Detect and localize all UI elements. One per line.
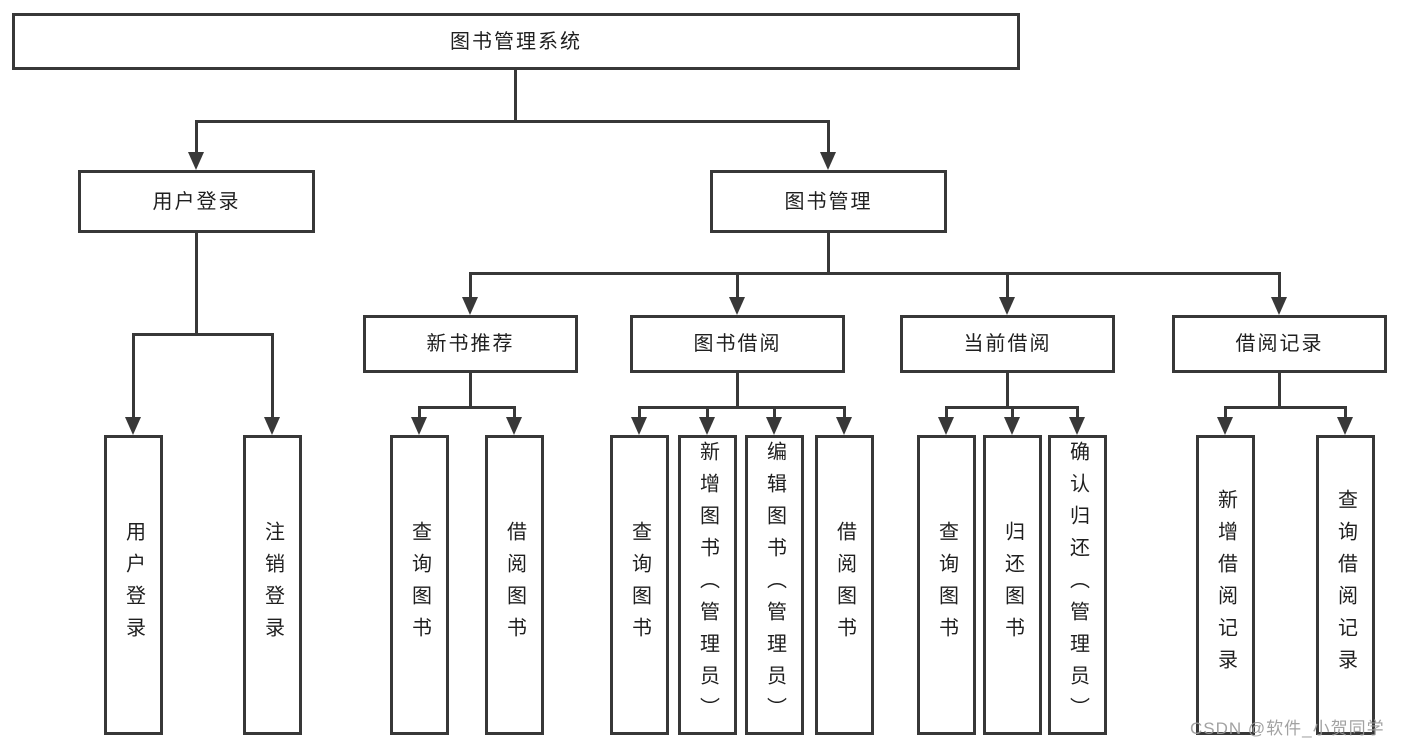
connector-line <box>1006 373 1009 409</box>
connector-line <box>773 406 776 419</box>
connector-line <box>1224 406 1347 409</box>
arrow-down-icon <box>1217 417 1233 435</box>
arrow-down-icon <box>506 417 522 435</box>
connector-line <box>195 120 830 123</box>
arrow-down-icon <box>699 417 715 435</box>
connector-line <box>706 406 709 419</box>
arrow-down-icon <box>1271 297 1287 315</box>
arrow-down-icon <box>264 417 280 435</box>
arrow-down-icon <box>411 417 427 435</box>
arrow-down-icon <box>1337 417 1353 435</box>
leaf-logout: 注销登录 <box>243 435 302 735</box>
node-book-borrowing: 图书借阅 <box>630 315 845 373</box>
node-borrowing-records: 借阅记录 <box>1172 315 1387 373</box>
connector-line <box>843 406 846 419</box>
leaf-current-confirm-return-admin: 确认归还（管理员） <box>1048 435 1107 735</box>
connector-line <box>945 406 948 419</box>
arrow-down-icon <box>938 417 954 435</box>
arrow-down-icon <box>462 297 478 315</box>
connector-line <box>195 120 198 154</box>
leaf-current-return-books: 归还图书 <box>983 435 1042 735</box>
leaf-borrow-query-books: 查询图书 <box>610 435 669 735</box>
leaf-current-query-books: 查询图书 <box>917 435 976 735</box>
connector-line <box>132 333 135 419</box>
arrow-down-icon <box>188 152 204 170</box>
arrow-down-icon <box>999 297 1015 315</box>
connector-line <box>1076 406 1079 419</box>
connector-line <box>1344 406 1347 419</box>
connector-line <box>195 233 198 336</box>
arrow-down-icon <box>1069 417 1085 435</box>
csdn-watermark: CSDN @软件_小贺同学 <box>1190 719 1385 738</box>
connector-line <box>513 406 516 419</box>
connector-line <box>418 406 421 419</box>
arrow-down-icon <box>1004 417 1020 435</box>
connector-line <box>1278 272 1281 299</box>
connector-line <box>1006 272 1009 299</box>
leaf-recommend-borrow-books: 借阅图书 <box>485 435 544 735</box>
leaf-recommend-query-books: 查询图书 <box>390 435 449 735</box>
connector-line <box>514 70 517 123</box>
connector-line <box>827 233 830 274</box>
connector-line <box>638 406 641 419</box>
leaf-records-query-record: 查询借阅记录 <box>1316 435 1375 735</box>
connector-line <box>1011 406 1014 419</box>
node-user-login: 用户登录 <box>78 170 315 233</box>
arrow-down-icon <box>631 417 647 435</box>
node-root-book-management-system: 图书管理系统 <box>12 13 1020 70</box>
arrow-down-icon <box>836 417 852 435</box>
leaf-user-login: 用户登录 <box>104 435 163 735</box>
arrow-down-icon <box>820 152 836 170</box>
connector-line <box>469 272 472 299</box>
connector-line <box>132 333 274 336</box>
connector-line <box>1224 406 1227 419</box>
leaf-borrow-edit-books-admin: 编辑图书（管理员） <box>745 435 804 735</box>
node-book-management: 图书管理 <box>710 170 947 233</box>
node-current-borrowing: 当前借阅 <box>900 315 1115 373</box>
leaf-borrow-add-books-admin: 新增图书（管理员） <box>678 435 737 735</box>
connector-line <box>827 120 830 154</box>
leaf-records-add-record: 新增借阅记录 <box>1196 435 1255 735</box>
arrow-down-icon <box>125 417 141 435</box>
leaf-borrow-borrow-books: 借阅图书 <box>815 435 874 735</box>
arrow-down-icon <box>766 417 782 435</box>
node-new-book-recommend: 新书推荐 <box>363 315 578 373</box>
connector-line <box>736 373 739 409</box>
connector-line <box>271 333 274 419</box>
connector-line <box>638 406 846 409</box>
connector-line <box>418 406 516 409</box>
connector-line <box>469 272 1281 275</box>
connector-line <box>1278 373 1281 409</box>
connector-line <box>469 373 472 409</box>
connector-line <box>736 272 739 299</box>
arrow-down-icon <box>729 297 745 315</box>
